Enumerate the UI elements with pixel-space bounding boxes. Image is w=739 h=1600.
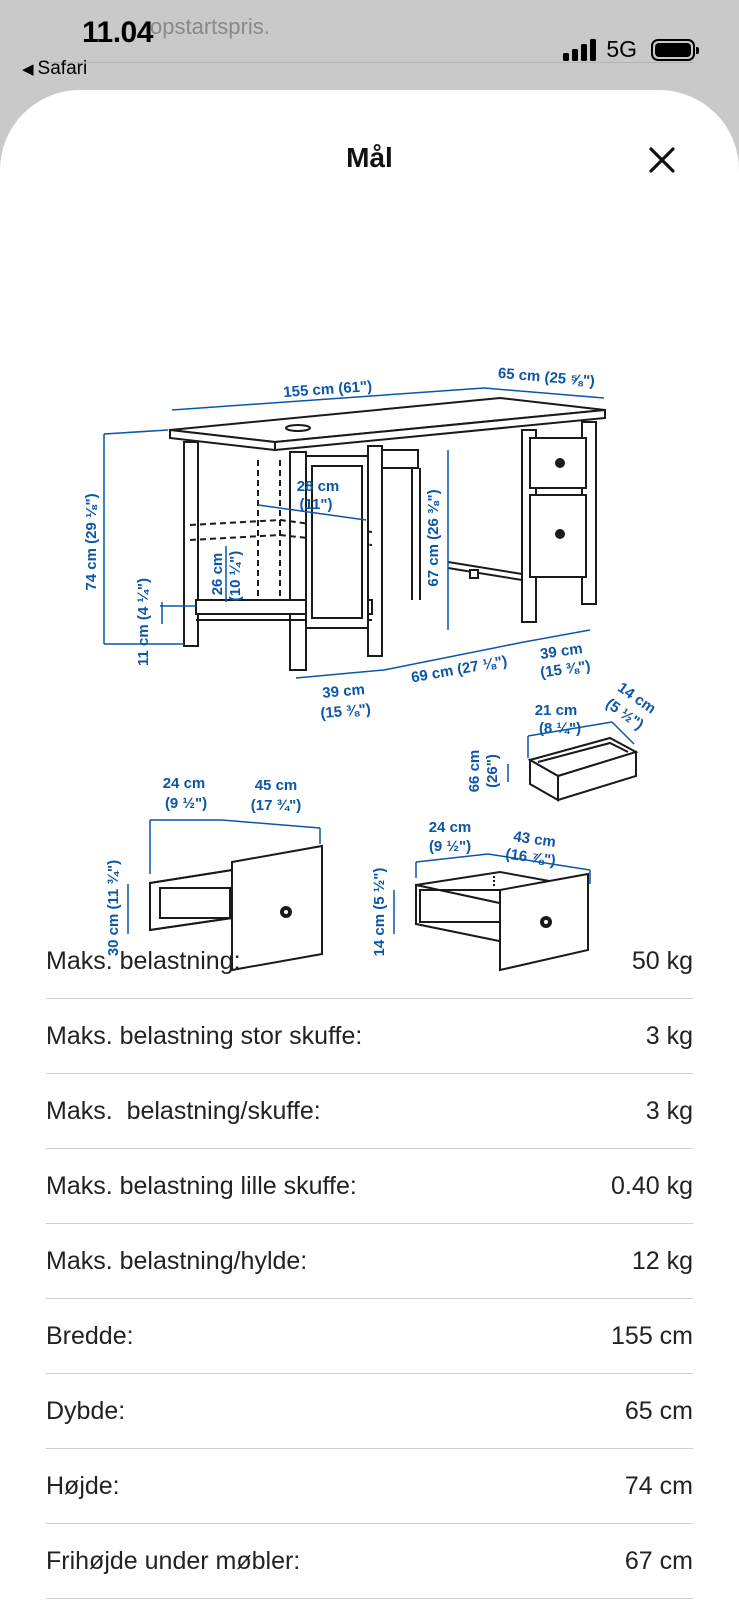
cellular-signal-icon — [563, 38, 597, 61]
desk-dimension-lines — [103, 387, 605, 679]
desk-illustration — [169, 396, 606, 671]
label-desk-height: 74 cm (29 ⅛") — [83, 493, 100, 590]
spec-label: Maks. belastning: — [46, 946, 241, 975]
close-icon[interactable] — [647, 145, 677, 175]
label-desk-width: 155 cm (61") — [283, 378, 373, 401]
label-large-depth-cm: 45 cm — [255, 777, 298, 794]
medium-drawer-dimension-labels: 24 cm (9 ½") 43 cm (16 ⅞") 14 cm (5 ½") — [371, 819, 557, 956]
back-app-label: Safari — [37, 58, 88, 79]
spec-value: 12 kg — [631, 1246, 693, 1275]
spec-value: 67 cm — [624, 1546, 693, 1575]
spec-label: Højde: — [46, 1471, 120, 1500]
spec-row: Dybde: 65 cm — [46, 1374, 693, 1449]
spec-value: 65 cm — [624, 1396, 693, 1425]
spec-label: Bredde: — [46, 1321, 134, 1350]
background-page-text: opstartspris. — [150, 14, 270, 39]
label-medium-width-in: (9 ½") — [429, 838, 471, 855]
spec-row: Maks. belastning: 50 kg — [46, 924, 693, 999]
battery-icon — [651, 38, 699, 61]
label-medium-depth-in: (16 ⅞") — [504, 846, 556, 870]
spec-label: Dybde: — [46, 1396, 126, 1425]
back-arrow-icon: ◀ — [22, 61, 34, 78]
spec-label: Maks. belastning/skuffe: — [46, 1096, 321, 1125]
label-middle-gap: 69 cm (27 ⅛") — [410, 653, 509, 687]
spec-row: Bredde: 155 cm — [46, 1299, 693, 1374]
label-shelf-gap-in: (10 ¼") — [227, 551, 244, 601]
label-right-section-cm: 39 cm — [539, 640, 583, 663]
small-drawer-dimension-lines — [507, 721, 635, 782]
label-medium-depth-cm: 43 cm — [512, 828, 556, 851]
label-large-depth-in: (17 ¾") — [251, 797, 301, 814]
spec-label: Frihøjde under møbler: — [46, 1546, 301, 1575]
medium-drawer-dimension-lines — [393, 853, 591, 934]
spec-label: Maks. belastning lille skuffe: — [46, 1171, 357, 1200]
background-page-divider — [45, 62, 694, 63]
spec-value: 155 cm — [611, 1321, 693, 1350]
sheet-title: Mål — [346, 142, 393, 173]
large-drawer-dimension-lines — [127, 819, 321, 934]
spec-row: Maks. belastning/hylde: 12 kg — [46, 1224, 693, 1299]
network-type: 5G — [606, 36, 637, 62]
spec-value: 74 cm — [624, 1471, 693, 1500]
label-small-width-cm: 21 cm — [535, 702, 578, 719]
large-drawer-illustration — [149, 844, 323, 972]
desk-dimension-labels: 155 cm (61") 65 cm (25 ⅝") 74 cm (29 ⅛")… — [83, 365, 596, 722]
label-left-section-in: (15 ⅜") — [320, 701, 372, 722]
spec-row: Maks. belastning stor skuffe: 3 kg — [46, 999, 693, 1074]
label-desk-depth: 65 cm (25 ⅝") — [497, 365, 595, 390]
status-indicators: 5G — [563, 36, 699, 63]
dimensions-sheet: Mål — [0, 90, 739, 1600]
label-shelf-gap-cm: 26 cm — [209, 553, 226, 596]
label-bottom-clear: 11 cm (4 ¼") — [135, 578, 152, 666]
large-drawer-dimension-labels: 24 cm (9 ½") 45 cm (17 ¾") 30 cm (11 ¾") — [105, 775, 301, 956]
status-time: 11.04 — [82, 16, 153, 49]
label-medium-height: 14 cm (5 ½") — [371, 868, 388, 957]
label-shelf-depth-cm: 28 cm — [297, 478, 340, 495]
status-bar: opstartspris. 11.04 ◀Safari 5G — [0, 0, 739, 90]
label-right-section-in: (15 ⅜") — [539, 658, 591, 682]
spec-row: Maks. belastning/skuffe: 3 kg — [46, 1074, 693, 1149]
spec-value: 50 kg — [631, 946, 693, 975]
spec-label: Maks. belastning stor skuffe: — [46, 1021, 363, 1050]
spec-value: 3 kg — [645, 1096, 693, 1125]
label-under-height: 67 cm (26 ⅜") — [425, 489, 442, 586]
small-drawer-illustration — [527, 736, 639, 802]
spec-row: Frihøjde under møbler: 67 cm — [46, 1524, 693, 1599]
label-small-width-in: (8 ¼") — [539, 720, 581, 737]
medium-drawer-illustration — [415, 870, 589, 972]
label-large-width-cm: 24 cm — [163, 775, 206, 792]
spec-row: Maks. belastning lille skuffe: 0.40 kg — [46, 1149, 693, 1224]
back-to-safari-link[interactable]: ◀Safari — [22, 58, 87, 80]
label-large-width-in: (9 ½") — [165, 795, 207, 812]
label-left-section-cm: 39 cm — [322, 681, 366, 702]
label-shelf-depth-in: (11") — [300, 496, 333, 513]
dimension-diagram: 155 cm (61") 65 cm (25 ⅝") 74 cm (29 ⅛")… — [83, 365, 659, 972]
spec-label: Maks. belastning/hylde: — [46, 1246, 308, 1275]
spec-row: Højde: 74 cm — [46, 1449, 693, 1524]
spec-list: Maks. belastning: 50 kg Maks. belastning … — [46, 924, 693, 1599]
spec-value: 0.40 kg — [610, 1171, 693, 1200]
label-medium-width-cm: 24 cm — [429, 819, 472, 836]
label-small-height-in: (26") — [484, 754, 501, 788]
spec-value: 3 kg — [645, 1021, 693, 1050]
label-large-height: 30 cm (11 ¾") — [105, 860, 122, 956]
label-small-height-cm: 66 cm — [466, 750, 483, 793]
